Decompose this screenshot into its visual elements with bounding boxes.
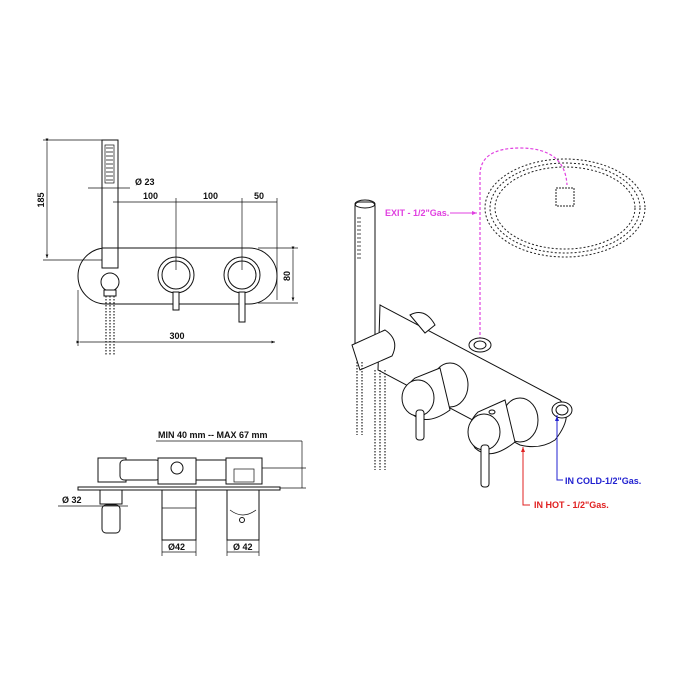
cold-leader	[556, 415, 563, 481]
handshower	[100, 139, 120, 356]
hot-leader	[522, 448, 530, 506]
exit-label: EXIT - 1/2"Gas.	[385, 208, 449, 218]
spacing-dimensions: 100 100 50	[113, 191, 278, 300]
cover-plate	[77, 247, 278, 323]
knob-1-diameter-label: Ø42	[168, 542, 185, 552]
handshower-diameter-label: Ø 23	[135, 177, 155, 187]
plate-width-dimension: 300	[76, 290, 275, 346]
cold-label: IN COLD-1/2"Gas.	[565, 476, 641, 486]
hot-label: IN HOT - 1/2"Gas.	[534, 500, 609, 510]
isometric-view: EXIT - 1/2"Gas.	[351, 147, 646, 510]
iso-handshower	[351, 199, 396, 470]
plate-width-label: 300	[169, 331, 184, 341]
height-dim-label: 185	[36, 192, 46, 207]
small-knob-diameter-label: Ø 32	[62, 495, 82, 505]
spacing-2-label: 100	[203, 191, 218, 201]
spacing-1-label: 100	[143, 191, 158, 201]
shower-head	[484, 158, 646, 258]
diameter-23-dimension: Ø 23	[88, 177, 155, 189]
height-dimension: 185	[36, 138, 102, 261]
side-view: MIN 40 mm -- MAX 67 mm Ø 32 Ø42 Ø 42	[58, 430, 306, 556]
mixer-body	[377, 304, 573, 488]
spacing-3-label: 50	[254, 191, 264, 201]
exit-pipe-path	[479, 147, 568, 340]
plate-height-dimension: 80	[258, 246, 298, 304]
front-view: 185 Ø 23 100 100 50	[36, 138, 298, 356]
depth-range-label: MIN 40 mm -- MAX 67 mm	[158, 430, 268, 440]
knob-2-diameter-label: Ø 42	[233, 542, 253, 552]
plate-height-label: 80	[282, 271, 292, 281]
